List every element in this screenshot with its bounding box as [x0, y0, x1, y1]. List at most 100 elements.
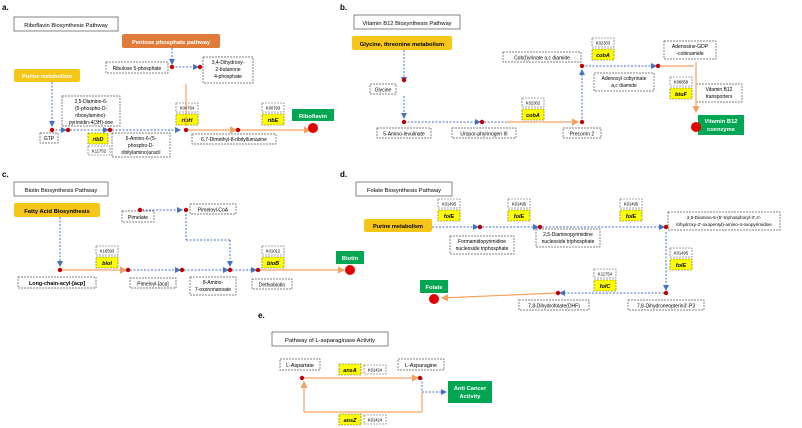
btuf-gene [669, 87, 693, 100]
k00794-label: K00794 [180, 106, 195, 111]
ribh-gene [175, 113, 199, 126]
k06858-label: K06858 [674, 80, 689, 85]
panel-e-asparaginase: e. Pathway of L-asparaginase Activity L-… [258, 311, 492, 426]
pimelate-label: Pimelate [128, 215, 148, 221]
aspartate-label: L-Aspartate [286, 363, 314, 369]
biob-gene [261, 256, 285, 269]
coenzyme-line-2: coenzyme [707, 127, 736, 133]
fole-label-2: folE [514, 214, 525, 220]
fatty-acid-label: Fatty Acid Biosynthesis [24, 209, 90, 215]
aminolev-label: 5-Amino-levulinate [383, 132, 425, 138]
k11752-label: K11752 [92, 149, 107, 154]
dhf-label: 7,8-Dihydrofolate(DHF) [528, 304, 580, 310]
coba-gene-2 [521, 108, 545, 121]
purine-box-a [14, 69, 80, 82]
glycine-met-label: Glycine, threonine metabolism [360, 42, 444, 48]
pentose-box [122, 34, 220, 48]
k16593-label: K16593 [100, 249, 115, 254]
k01012-label: K01012 [266, 249, 281, 254]
diamino-line-4: pyrimidin-4(3H)-one [69, 120, 113, 126]
anticancer-line-1: Anti Cancer [454, 386, 487, 392]
amino-line-1: 5-Amino-6-(5- [126, 136, 157, 142]
aminooxo-line-1: 8-Amino- [203, 280, 224, 286]
ribd-label: ribD [93, 137, 104, 143]
aminooxo-line-2: 7-oxononanoate [195, 287, 231, 293]
panel-b-letter: b. [340, 3, 347, 12]
pimacp-label: Pimeloyl-[acp] [137, 282, 169, 288]
btuf-label: btuF [675, 92, 688, 98]
riboflavin-box [292, 109, 334, 121]
vitb12-line-2: transporters [706, 94, 733, 100]
panel-a-title: Riboflavin Biosynthesis Pathway [24, 23, 108, 29]
pimcoa-label: Pimeloyl-CoA [198, 208, 229, 214]
riboflavin-end [308, 123, 318, 133]
ribe-gene [261, 113, 285, 126]
panel-e-title: Pathway of L-asparaginase Activity [285, 338, 375, 344]
fole-gene-3 [619, 209, 643, 222]
adenosine-line-2: -cobinamide [676, 51, 703, 57]
neopterin-label: 7,8-Dihydroneopterin3'-P3 [637, 304, 695, 310]
panel-c-biotin: c. Biotin Biosynthesis Pathway Fatty Aci… [2, 170, 364, 296]
fole-gene-1 [437, 209, 461, 222]
diaminopyr-line-1: 2,5-Diaminopyrimidine [543, 232, 593, 238]
panel-d-folate: d. Folate Biosynthesis Pathway K01495 fo… [340, 170, 781, 311]
glycine-label: Glycine [375, 88, 392, 94]
riboflavin-label: Riboflavin [299, 114, 327, 120]
biotin-box [336, 251, 364, 264]
gtp-label: GTP [44, 136, 55, 142]
pentose-label: Pentose phosphate pathway [132, 40, 211, 46]
ansa-gene [338, 363, 362, 376]
ribd-gene [87, 132, 109, 145]
panel-e-letter: e. [258, 311, 265, 320]
amino-line-2: phospho-D- [128, 143, 154, 149]
coenzyme-line-1: Vitamin B12 [704, 119, 737, 125]
vitb12-line-1: Vitamin B12 [706, 87, 733, 93]
adenosine-line-1: Adenosine-GDP [672, 44, 709, 50]
panel-d-title: Folate Biosynthesis Pathway [367, 188, 441, 194]
diamino-line-1: 2,5-Diamino-6- [74, 99, 107, 105]
k01424-label-b: K01424 [368, 418, 383, 423]
fatty-acid-box [14, 203, 100, 217]
formamido-line-2: nucleoside triphosphate [456, 246, 509, 252]
coba-label-1: cobA [596, 53, 610, 59]
ansa-label: ansA [343, 368, 356, 374]
asparagine-label: L-Asparagine [405, 363, 437, 369]
longchain-label: Long-chain-acyl-[acp] [29, 281, 85, 287]
k11754-label: K11754 [598, 272, 613, 277]
longname-line-1: 2,5-Diamino-6-(5'-triphosphoryl-3',4'- [687, 215, 762, 220]
folc-label: folC [600, 284, 612, 290]
k01495-label-1: K01495 [442, 202, 457, 207]
uropor-label: Uropor-phyrinogen III [460, 132, 507, 138]
formamido-line-1: Formamidopyrimidine [458, 239, 506, 245]
precorrin-label: Precorrin 2 [570, 132, 595, 138]
ribh-label: ribH [182, 118, 194, 124]
folc-gene [593, 279, 617, 292]
panel-c-letter: c. [2, 170, 9, 179]
purine-label-a: Purine metabolism [22, 74, 72, 80]
dihydroxy-line-1: 3,4-Dihydroxy- [212, 60, 245, 66]
diaminopyr-line-2: nucleoside triphosphate [542, 239, 595, 245]
fole-label-1: folE [444, 214, 455, 220]
vitb12-end [691, 122, 701, 132]
k02302-label: K02302 [526, 101, 541, 106]
biob-label: bioB [267, 261, 279, 267]
fole-label-4: folE [676, 263, 687, 269]
ansz-label: ansZ [344, 418, 357, 424]
adenosyl-line-2: a,c diamide [611, 83, 637, 89]
k00793-label: K00793 [266, 106, 281, 111]
k01495-label-2: K01495 [512, 202, 527, 207]
coba-label-2: cobA [526, 113, 540, 119]
cob-diamide-label: Cob(I)yrinate a,c diamide [514, 56, 570, 62]
biotin-label: Biotin [342, 256, 359, 262]
diamino-line-3: ribosylamino)- [75, 113, 107, 119]
anticancer-line-2: Activity [460, 394, 482, 400]
panel-a-letter: a. [2, 3, 9, 12]
folate-label: Folate [425, 285, 443, 291]
purine-box-d [364, 219, 432, 232]
amino-line-3: ribitylamino)uracil [122, 150, 161, 156]
fole-label-3: folE [626, 214, 637, 220]
purine-label-d: Purine metabolism [373, 224, 423, 230]
adenosyl-line-1: Adenosyl cobyrinate [601, 76, 646, 82]
bioi-gene [95, 256, 119, 269]
